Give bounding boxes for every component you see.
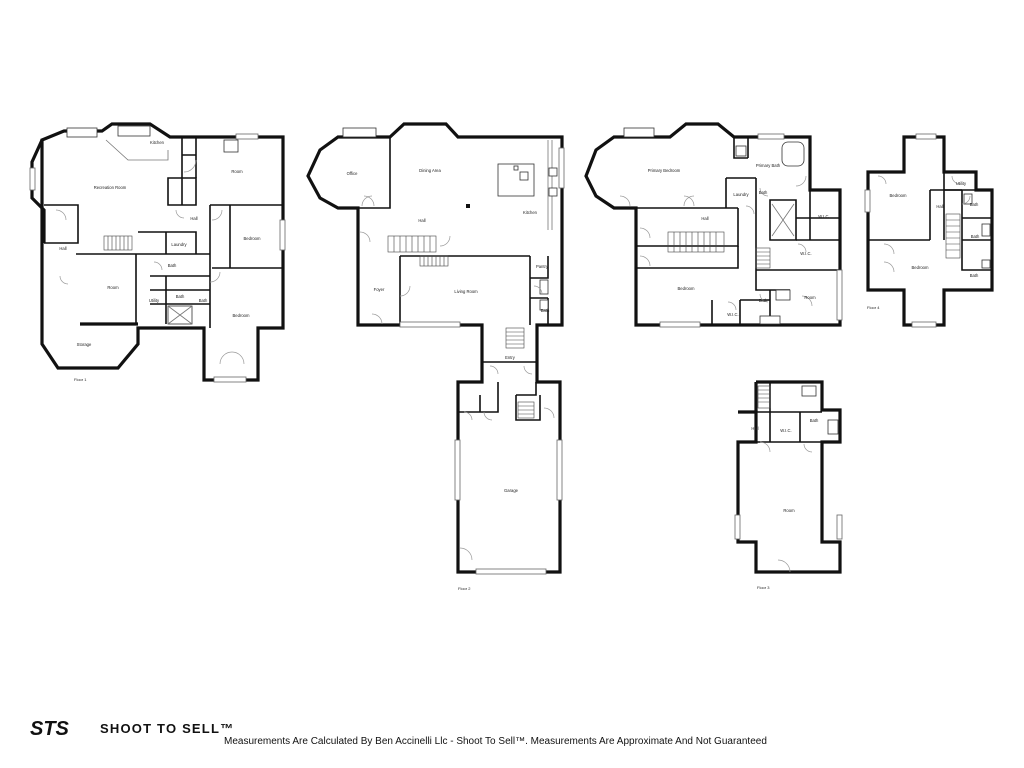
floor-2-plan: Office Dining Area Hall Kitchen Foyer Li…	[306, 122, 565, 591]
room-label-entry: Entry	[505, 355, 516, 360]
room-label-wic-4: W.I.C.	[780, 428, 791, 433]
room-label-bath-2: Bath	[176, 294, 185, 299]
room-label-bath-f4-1: Bath	[970, 202, 979, 207]
room-label-hall-2: Hall	[59, 246, 66, 251]
room-label-foyer: Foyer	[374, 287, 385, 292]
room-label-bath-f2: Bath	[541, 308, 550, 313]
room-label-laundry: Laundry	[171, 242, 187, 247]
room-label-wic-2: W.I.C.	[800, 251, 811, 256]
room-label-storage: Storage	[77, 342, 92, 347]
room-label-bedroom-f4: Bedroom	[890, 193, 908, 198]
room-label-bedroom-f4-2: Bedroom	[912, 265, 930, 270]
room-label-recreation-room: Recreation Room	[94, 185, 127, 190]
room-label-wic-1: W.I.C.	[818, 214, 829, 219]
floor-3-plan: Primary Bedroom Primary Bath Laundry Bat…	[584, 122, 843, 590]
room-label-bedroom-f3: Bedroom	[678, 286, 696, 291]
room-label-living-room: Living Room	[454, 289, 478, 294]
room-label-bath-f4-3: Bath	[970, 273, 979, 278]
room-label-hall-f3-upper: Hall	[751, 426, 758, 431]
room-label-hall-f4: Hall	[936, 204, 943, 209]
room-label-room: Room	[231, 169, 243, 174]
room-label-hall-f2: Hall	[418, 218, 425, 223]
logo-text: SHOOT TO SELL™	[100, 720, 235, 736]
room-label-primary-bedroom: Primary Bedroom	[648, 168, 681, 173]
room-label-room-f3: Room	[804, 295, 816, 300]
room-label-dining-area: Dining Area	[419, 168, 441, 173]
floor-3-label: Floor 3	[757, 585, 770, 590]
shoot-to-sell-logo: STS SHOOT TO SELL™	[30, 716, 234, 740]
floor-4-plan: Bedroom Utility Hall Bath Bath Bedroom B…	[864, 133, 994, 328]
room-label-kitchen-f2: Kitchen	[523, 210, 538, 215]
room-label-bath-f3-2: Bath	[759, 298, 768, 303]
svg-text:STS: STS	[30, 718, 70, 738]
room-label-bath-f4-2: Bath	[971, 234, 980, 239]
room-label-bath: Bath	[168, 263, 177, 268]
room-label-utility-f4: Utility	[956, 181, 967, 186]
room-label-bedroom-2: Bedroom	[233, 313, 251, 318]
room-label-bath-f3-upper: Bath	[810, 418, 819, 423]
room-label-bath-3: Bath	[199, 298, 208, 303]
room-label-room-2: Room	[107, 285, 119, 290]
room-label-bedroom: Bedroom	[244, 236, 262, 241]
floor-4-label: Floor 4	[867, 305, 880, 310]
room-label-kitchen: Kitchen	[150, 140, 165, 145]
floor-1-label: Floor 1	[74, 377, 87, 382]
room-label-primary-bath: Primary Bath	[756, 163, 781, 168]
room-label-bath-f3: Bath	[759, 190, 768, 195]
room-label-office: Office	[347, 171, 359, 176]
room-label-utility: Utility	[149, 298, 160, 303]
room-label-wic-3: W.I.C.	[727, 312, 738, 317]
measurement-disclaimer: Measurements Are Calculated By Ben Accin…	[224, 736, 767, 747]
room-label-pantry: Pantry	[536, 264, 549, 269]
sts-logo-mark: STS	[30, 718, 70, 738]
room-label-laundry-f3: Laundry	[733, 192, 749, 197]
floor-2-label: Floor 2	[458, 586, 471, 591]
floor-1-plan: Kitchen Recreation Room Room Hall Laundr…	[29, 122, 286, 383]
room-label-room-f3-upper: Room	[783, 508, 795, 513]
room-label-hall: Hall	[190, 216, 197, 221]
room-label-garage: Garage	[504, 488, 519, 493]
room-label-hall-f3: Hall	[701, 216, 708, 221]
